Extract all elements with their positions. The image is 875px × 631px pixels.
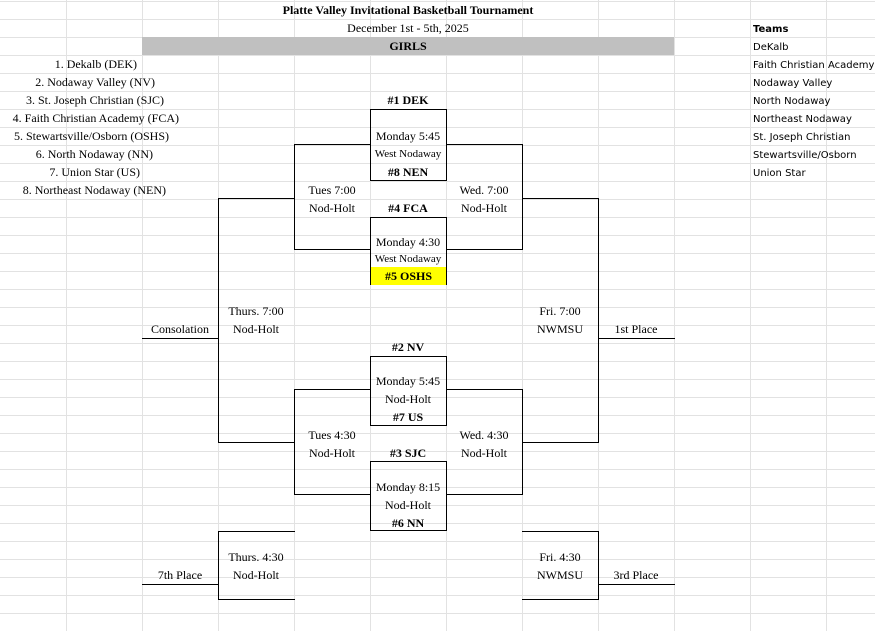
game1-bottom-team: #8 NEN	[387, 165, 429, 179]
team-item: St. Joseph Christian	[753, 132, 851, 143]
tue-top-site: Nod-Holt	[309, 201, 355, 215]
wed-top-site: Nod-Holt	[461, 201, 507, 215]
consolation-label: Consolation	[150, 322, 209, 336]
seed-item: 4. Faith Christian Academy (FCA)	[12, 111, 179, 125]
wednesday-top-bracket	[446, 144, 523, 250]
game3-time: Monday 5:45	[375, 374, 441, 388]
consolation-bracket	[218, 198, 295, 443]
game4-box	[370, 461, 447, 531]
teams-header: Teams	[753, 24, 789, 35]
seed-item: 5. Stewartsville/Osborn (OSHS)	[14, 129, 169, 143]
team-item: DeKalb	[753, 42, 789, 53]
game4-site: Nod-Holt	[385, 498, 431, 512]
third-site: NWMSU	[536, 568, 583, 582]
wed-top-time: Wed. 7:00	[459, 183, 509, 197]
tue-bottom-site: Nod-Holt	[309, 446, 355, 460]
game3-bottom-team: #7 US	[392, 410, 424, 424]
seventh-place-bracket	[218, 531, 295, 600]
game1-time: Monday 5:45	[375, 129, 441, 143]
tournament-dates: December 1st - 5th, 2025	[347, 21, 469, 35]
seed-item: 3. St. Joseph Christian (SJC)	[25, 93, 164, 107]
third-place-label: 3rd Place	[613, 568, 659, 582]
seed-item: 7. Union Star (US)	[49, 165, 140, 179]
game3-box	[370, 356, 447, 426]
game2-bottom-team: #5 OSHS	[371, 267, 446, 285]
team-item: Nodaway Valley	[753, 78, 833, 89]
game1-site: West Nodaway	[374, 148, 442, 160]
team-item: North Nodaway	[753, 96, 831, 107]
team-item: Northeast Nodaway	[753, 114, 852, 125]
tuesday-top-bracket	[294, 144, 371, 250]
tue-bottom-time: Tues 4:30	[308, 428, 356, 442]
team-item: Union Star	[753, 168, 806, 179]
seed-item: 8. Northeast Nodaway (NEN)	[22, 183, 166, 197]
game4-bottom-team: #6 NN	[391, 516, 425, 530]
first-place-line	[598, 338, 675, 339]
division-bar: GIRLS	[142, 37, 674, 55]
game2-top-team: #4 FCA	[388, 201, 428, 215]
seventh-site: Nod-Holt	[233, 568, 279, 582]
game2-time: Monday 4:30	[375, 235, 441, 249]
team-item: Faith Christian Academy	[753, 60, 875, 71]
wed-bottom-time: Wed. 4:30	[459, 428, 509, 442]
game1-top-team: #1 DEK	[387, 93, 429, 107]
game2-site: West Nodaway	[374, 253, 442, 265]
wed-bottom-site: Nod-Holt	[461, 446, 507, 460]
championship-time: Fri. 7:00	[539, 304, 581, 318]
consolation-time: Thurs. 7:00	[228, 304, 284, 318]
consolation-site: Nod-Holt	[233, 322, 279, 336]
seventh-place-label: 7th Place	[157, 568, 203, 582]
tue-top-time: Tues 7:00	[308, 183, 356, 197]
seed-item: 1. Dekalb (DEK)	[54, 57, 137, 71]
third-place-line	[598, 584, 675, 585]
game4-top-team: #3 SJC	[389, 446, 427, 460]
game4-time: Monday 8:15	[375, 480, 441, 494]
tournament-title: Platte Valley Invitational Basketball To…	[282, 3, 534, 17]
third-place-bracket	[522, 531, 599, 600]
first-place-label: 1st Place	[614, 322, 658, 336]
third-time: Fri. 4:30	[539, 550, 581, 564]
seventh-time: Thurs. 4:30	[228, 550, 284, 564]
consolation-line	[142, 338, 219, 339]
championship-site: NWMSU	[536, 322, 583, 336]
championship-bracket	[522, 198, 599, 443]
seed-item: 2. Nodaway Valley (NV)	[35, 75, 155, 89]
team-item: Stewartsville/Osborn	[753, 150, 857, 161]
game1-box	[370, 109, 447, 181]
game3-site: Nod-Holt	[385, 392, 431, 406]
seed-item: 6. North Nodaway (NN)	[35, 147, 153, 161]
seventh-place-line	[142, 584, 219, 585]
game3-top-team: #2 NV	[391, 340, 425, 354]
